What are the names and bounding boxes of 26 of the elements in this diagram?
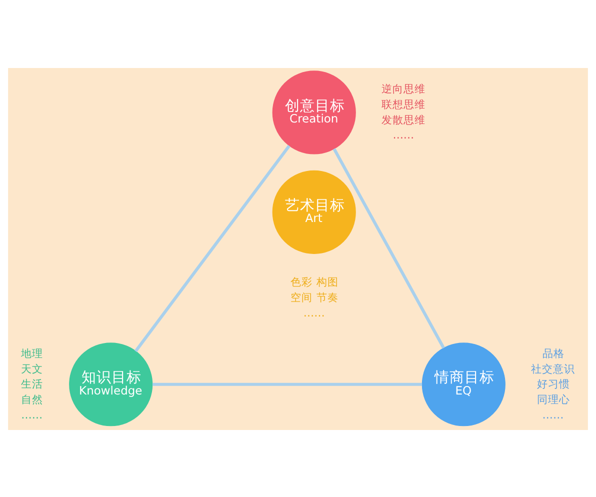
connector: [332, 148, 445, 348]
node-label: 品格: [542, 346, 564, 360]
node-label: ……: [542, 408, 564, 421]
node-label: 空间: [290, 290, 312, 304]
node-label: 联想思维: [382, 98, 426, 111]
node-label: 逆向思维: [382, 82, 426, 96]
node-label: ……: [392, 128, 414, 142]
node-label: 节奏: [316, 290, 338, 304]
node-label: 地理: [21, 346, 44, 360]
node-label: ……: [303, 306, 325, 319]
node-label: 构图: [316, 275, 338, 288]
node-label: ……: [21, 408, 43, 421]
node-label: 自然: [21, 392, 44, 406]
node-circle: 艺术目标 Art: [272, 170, 356, 254]
node-label: 社交意识: [531, 362, 576, 375]
node-label: 好习惯: [536, 377, 570, 390]
node-circle: 创意目标 Creation: [272, 70, 356, 154]
node-label: 天文: [21, 362, 44, 375]
node-label: 色彩: [290, 275, 312, 288]
node-label: 发散思维: [382, 112, 426, 126]
node-label: 生活: [21, 377, 44, 390]
node-circle: 情商目标 EQ: [422, 342, 506, 426]
node-label: 同理心: [536, 392, 570, 406]
connector: [134, 144, 290, 352]
connector: [152, 382, 422, 386]
node-circle: 知识目标 Knowledge: [69, 342, 153, 426]
